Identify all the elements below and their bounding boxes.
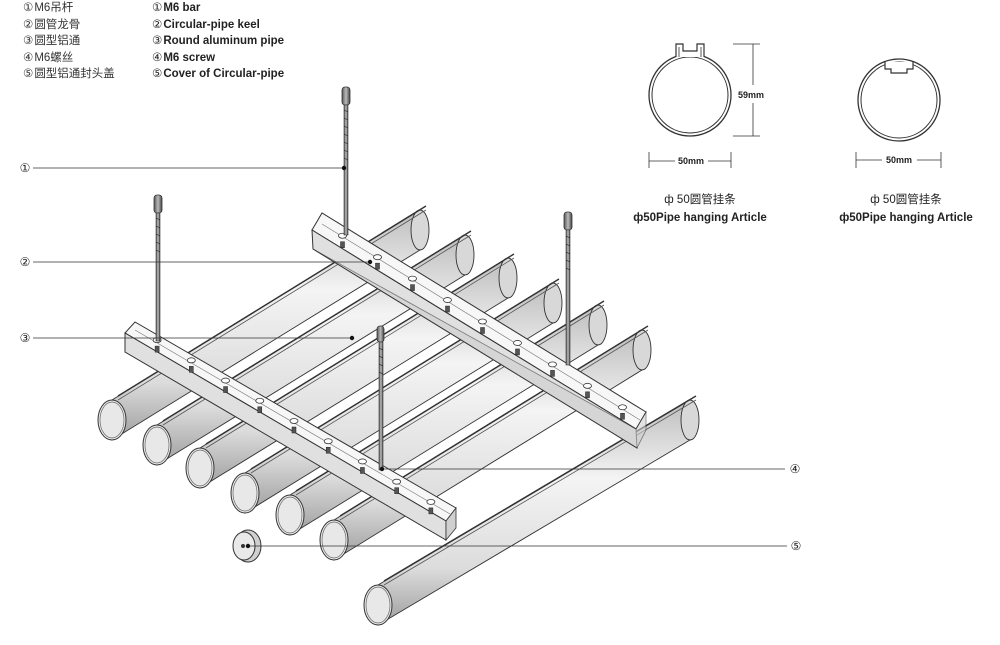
keel-hole	[513, 340, 522, 346]
keel-front-holes	[152, 337, 436, 515]
height-label: 59mm	[738, 90, 764, 100]
keel-hole	[408, 275, 417, 282]
keel-back-holes	[338, 232, 627, 420]
caption-english: ф50Pipe hanging Article	[633, 212, 767, 224]
cross-section-2: 50mm	[855, 58, 942, 168]
keel-hole	[255, 397, 265, 404]
cross-section-1: 59mm 50mm	[648, 43, 764, 168]
keel-hole	[186, 357, 196, 364]
caption-chinese: ф 50圆管挂条	[870, 194, 942, 206]
keel-hole	[443, 297, 452, 303]
keel-hole	[221, 377, 230, 384]
hanger-rods	[153, 86, 573, 471]
callout-leaders	[33, 167, 787, 547]
screw-icon	[480, 327, 485, 334]
screw-icon	[620, 413, 625, 420]
callout-2: ②	[20, 255, 31, 269]
keel-hole	[323, 438, 333, 445]
legend-item: ③Round aluminum pipe	[152, 35, 285, 48]
callout-1: ①	[20, 161, 31, 175]
caption-english: ф50Pipe hanging Article	[839, 212, 973, 224]
hanger-rod	[153, 194, 163, 342]
legend-item: ①M6 bar	[152, 2, 201, 14]
screw-icon	[445, 305, 450, 313]
legend-item: ⑤Cover of Circular-pipe	[152, 68, 285, 81]
legend-item: ②Circular-pipe keel	[152, 18, 260, 31]
screw-icon	[585, 391, 590, 399]
screw-icon	[257, 406, 263, 414]
keel-hole	[478, 318, 487, 325]
screw-icon	[550, 370, 555, 377]
legend-chinese: ①M6吊杆 ②圆管龙骨 ③圆型铝通 ④M6螺丝 ⑤圆型铝通封头盖	[23, 0, 115, 83]
screw-icon	[515, 348, 520, 356]
hanger-rod	[341, 86, 351, 236]
keel-hole	[392, 478, 402, 485]
legend-item: ⑤圆型铝通封头盖	[23, 68, 115, 81]
callout-3: ③	[20, 331, 31, 345]
legend-item: ④M6螺丝	[23, 51, 74, 64]
keel-hole	[358, 458, 367, 465]
screw-icon	[325, 446, 331, 454]
keel-hole	[373, 254, 382, 261]
keel-hole	[583, 382, 592, 389]
width-label: 50mm	[886, 155, 912, 165]
callout-5: ⑤	[791, 539, 802, 553]
screw-icon	[340, 241, 345, 248]
legend-item: ③圆型铝通	[23, 35, 81, 48]
screw-icon	[189, 366, 194, 373]
screw-icon	[360, 467, 365, 474]
legend-item: ①M6吊杆	[23, 2, 74, 14]
section-2-caption: ф 50圆管挂条 ф50Pipe hanging Article	[806, 191, 1000, 227]
keel-hole	[426, 498, 436, 505]
hanger-rod	[563, 211, 573, 366]
screw-icon	[154, 345, 160, 353]
callout-4: ④	[790, 462, 801, 476]
screw-icon	[394, 487, 399, 494]
screw-icon	[375, 262, 380, 270]
width-label: 50mm	[678, 156, 704, 166]
callout-dots	[245, 165, 385, 549]
section-1-caption: ф 50圆管挂条 ф50Pipe hanging Article	[600, 191, 800, 227]
keel-hole	[548, 361, 557, 368]
legend-english: ①M6 bar ②Circular-pipe keel ③Round alumi…	[152, 0, 284, 83]
keel-hole	[289, 418, 299, 424]
screw-icon	[410, 284, 415, 291]
screw-icon	[291, 426, 297, 434]
screw-icon	[223, 386, 228, 393]
legend-item: ②圆管龙骨	[23, 18, 81, 31]
legend-item: ④M6 screw	[152, 51, 216, 64]
screw-icon	[428, 507, 434, 515]
keel-hole	[618, 404, 627, 411]
caption-chinese: ф 50圆管挂条	[664, 194, 736, 206]
